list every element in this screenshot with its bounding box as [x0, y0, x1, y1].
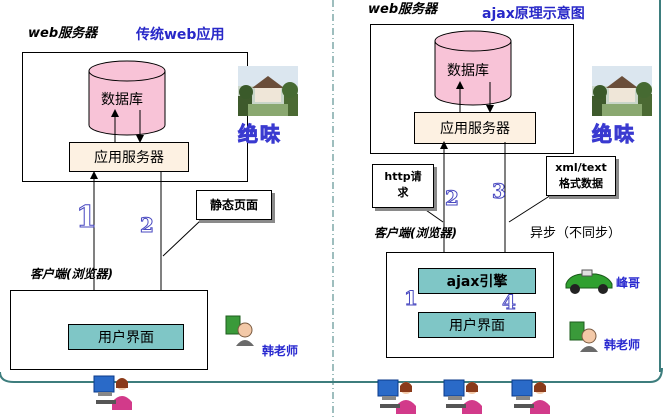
right-client-label: 客户端(浏览器): [374, 226, 457, 240]
right-step-2: 2: [445, 186, 460, 211]
right-callout-http-label: http请求: [384, 170, 422, 199]
left-person-han: 韩老师: [262, 344, 299, 358]
right-database-icon: [434, 30, 512, 106]
right-app-server-box: 应用服务器: [414, 112, 536, 144]
right-step-3: 3: [492, 179, 507, 204]
right-step-4: 4: [502, 290, 517, 315]
right-user-interface-label: 用户界面: [449, 318, 505, 334]
right-ajax-engine-box: ajax引擎: [418, 268, 536, 294]
left-brand-text: 绝味: [238, 122, 282, 147]
left-step-2: 2: [140, 213, 155, 238]
right-header-web-server: web服务器: [368, 2, 438, 17]
right-header-title: ajax原理示意图: [482, 6, 585, 22]
right-computer-user-icon-3: [511, 379, 550, 414]
left-user-interface-box: 用户界面: [68, 324, 184, 350]
right-app-server-label: 应用服务器: [440, 121, 510, 137]
left-callout-static-label: 静态页面: [209, 198, 258, 212]
right-ajax-engine-label: ajax引擎: [446, 274, 508, 290]
right-user-interface-box: 用户界面: [418, 312, 536, 338]
left-app-server-label: 应用服务器: [94, 150, 164, 166]
right-database-label: 数据库: [447, 63, 489, 79]
left-client-label: 客户端(浏览器): [30, 267, 113, 281]
left-house-photo-icon: [238, 66, 298, 116]
right-callout-xml-line1: xml/text: [555, 161, 607, 174]
left-step-1: 1: [76, 200, 98, 236]
right-computer-user-icon-1: [377, 379, 416, 414]
left-database-icon: [88, 60, 166, 136]
left-header-web-server: web服务器: [28, 26, 98, 41]
left-callout-static-page: 静态页面: [196, 190, 272, 220]
left-computer-user-icon: [93, 375, 132, 410]
right-async-note: 异步（不同步）: [530, 226, 622, 241]
right-step-1: 1: [404, 286, 419, 311]
right-teacher-icon: [569, 321, 598, 352]
right-house-photo-icon: [592, 66, 652, 116]
right-computer-user-icon-2: [443, 379, 482, 414]
left-teacher-icon: [225, 315, 254, 346]
left-callout-pointer: [162, 220, 201, 257]
right-person-feng: 峰哥: [616, 276, 641, 290]
right-callout-xml-line2: 格式数据: [559, 177, 603, 190]
right-callout-xml-data: xml/text 格式数据: [546, 156, 616, 196]
left-header-title: 传统web应用: [136, 27, 225, 43]
left-app-server-box: 应用服务器: [69, 142, 189, 172]
race-car-icon: [565, 269, 613, 294]
right-brand-text: 绝味: [592, 122, 636, 147]
right-callout-http-request: http请求: [372, 164, 434, 208]
left-user-interface-label: 用户界面: [98, 330, 154, 346]
left-database-label: 数据库: [101, 92, 143, 108]
right-person-han: 韩老师: [604, 338, 641, 352]
